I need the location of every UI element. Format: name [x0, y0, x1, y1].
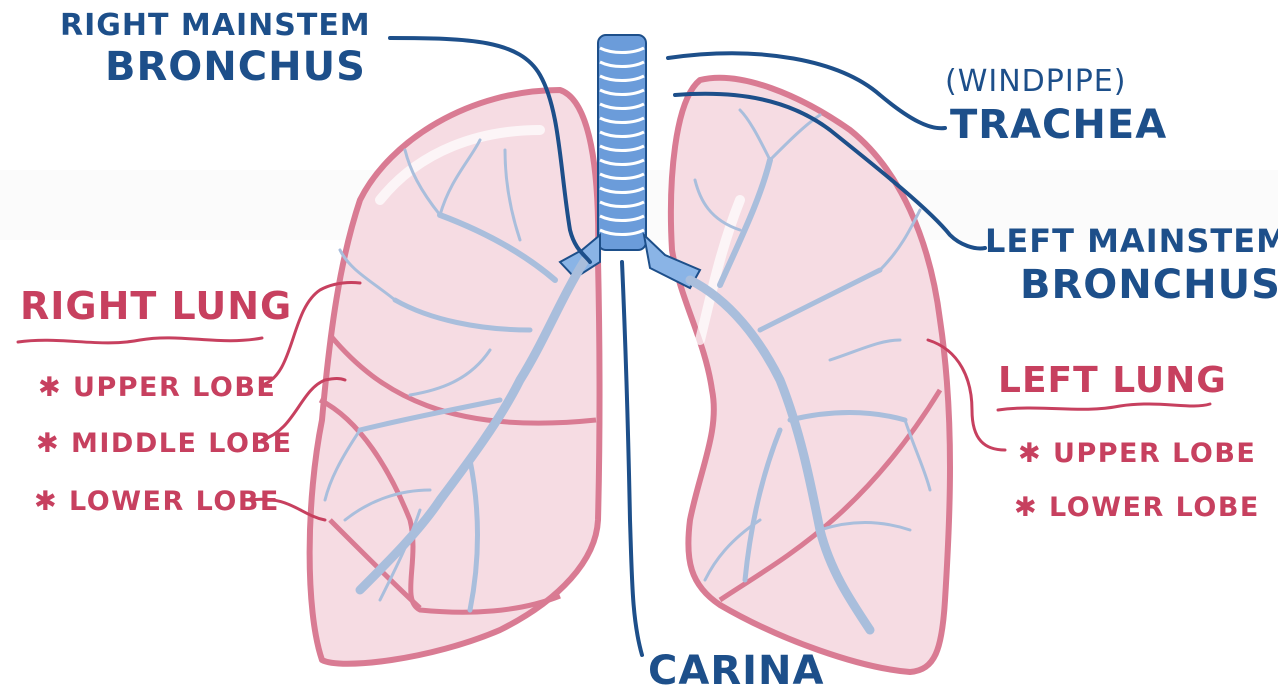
left-mainstem-label-line2: BRONCHUS — [1020, 262, 1278, 308]
left-lung — [671, 78, 950, 672]
left-mainstem-label-line1: LEFT MAINSTEM — [985, 222, 1278, 260]
right-mainstem-label-line2: BRONCHUS — [105, 44, 366, 90]
left-lung-shape — [671, 78, 950, 672]
carina-leader — [622, 262, 642, 655]
right-upper-lobe-label: ✱ UPPER LOBE — [38, 372, 276, 403]
right-lung-underline — [18, 338, 262, 343]
right-mainstem-label-line1: RIGHT MAINSTEM — [60, 8, 371, 43]
left-lower-lobe-label: ✱ LOWER LOBE — [1014, 492, 1260, 523]
right-lung-label: RIGHT LUNG — [20, 284, 292, 328]
trachea-label: TRACHEA — [950, 102, 1167, 148]
right-middle-lobe-label: ✱ MIDDLE LOBE — [36, 428, 293, 459]
windpipe-label: (WINDPIPE) — [945, 64, 1126, 99]
left-upper-lobe-label: ✱ UPPER LOBE — [1018, 438, 1256, 469]
left-lung-label: LEFT LUNG — [998, 360, 1227, 401]
right-lower-lobe-label: ✱ LOWER LOBE — [34, 486, 280, 517]
left-lung-underline — [998, 404, 1210, 410]
carina-label: CARINA — [648, 648, 824, 694]
